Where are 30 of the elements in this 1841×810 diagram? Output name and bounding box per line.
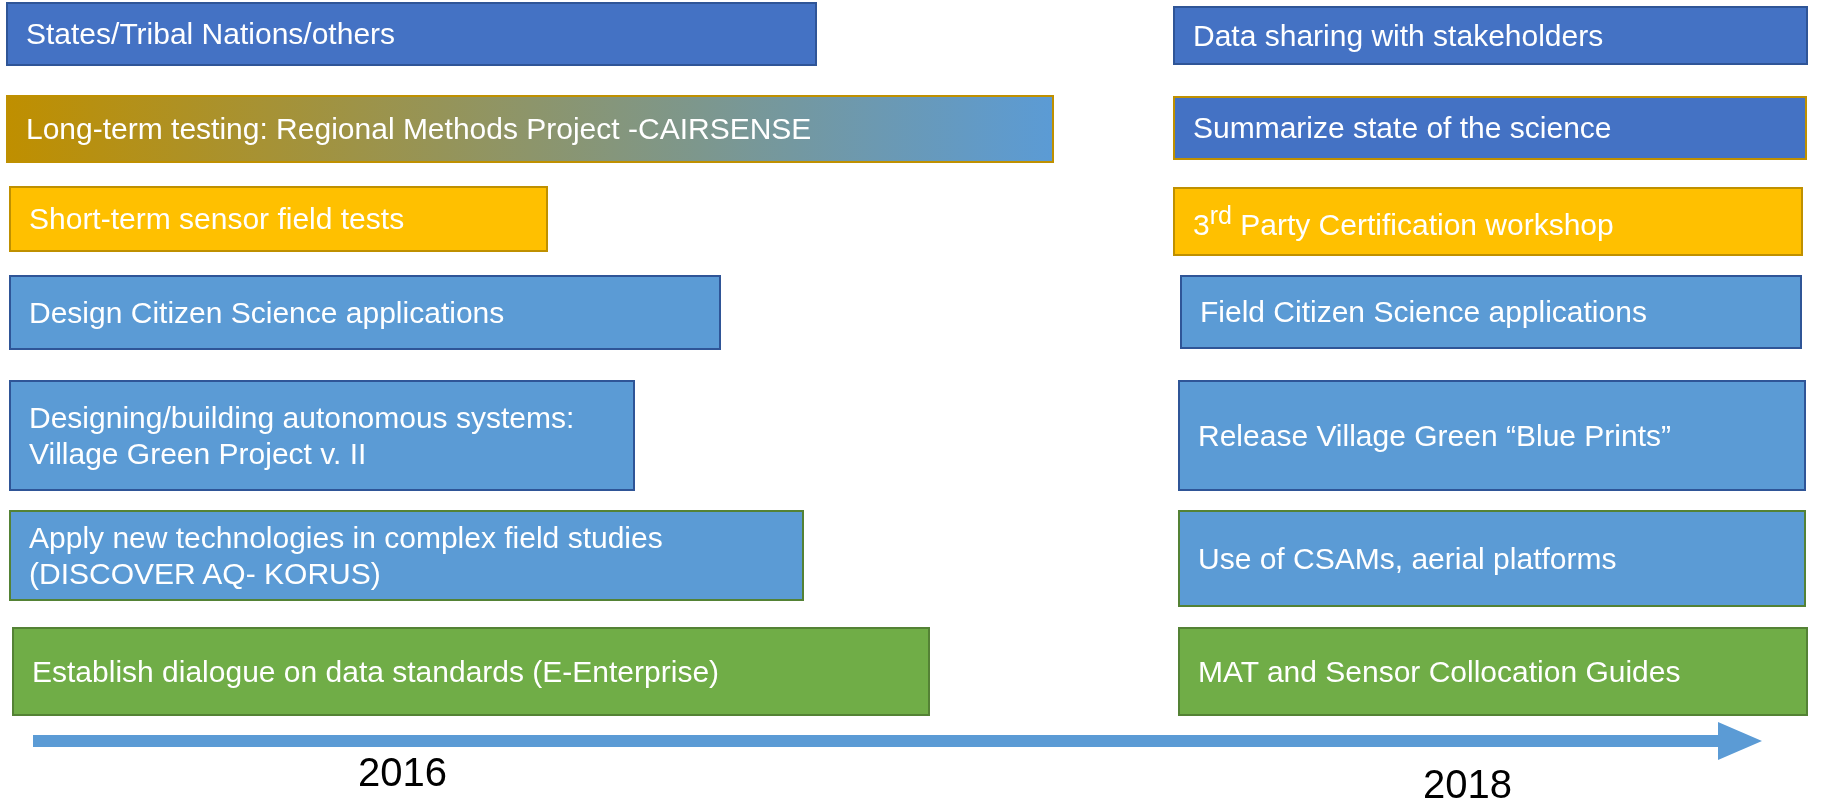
timeline-bar [12,627,930,716]
year-label: 2016 [358,750,447,795]
timeline-bar [1180,275,1802,349]
timeline-bar [9,510,804,601]
bar-text: MAT and Sensor Collocation Guides [1198,653,1681,690]
bar-text: Apply new technologies in complex field studies (DISCOVER AQ- KORUS) [29,519,664,592]
timeline-bar [1173,96,1807,160]
bar-text: Establish dialogue on data standards (E-Enterprise) [32,653,720,690]
timeline-bar [9,380,635,491]
timeline-bar [1173,6,1808,65]
bar-text: Short-term sensor field tests [29,201,405,237]
bar-text: Data sharing with stakeholders [1193,17,1604,54]
timeline-bar [1178,380,1806,491]
bar-text: Designing/building autonomous systems: Village Green Project v. II [29,399,576,472]
timeline-bar [1178,510,1806,607]
timeline-bar [1173,187,1803,256]
bar-text: Summarize state of the science [1193,110,1612,146]
bar-text: Field Citizen Science applications [1200,294,1647,330]
bar-text: Use of CSAMs, aerial platforms [1198,540,1617,577]
timeline-bar [1178,627,1808,716]
bar-text: 3$^{rd}$ Party Certification workshop [1193,200,1614,243]
bar-text: Design Citizen Science applications [29,294,505,331]
year-label: 2018 [1423,762,1512,807]
bar-text: Long-term testing: Regional Methods Project -CAIRSENSE [26,111,812,147]
bar-text: Release Village Green “Blue Prints” [1198,417,1671,454]
timeline-bar [6,95,1054,163]
bar-text: States/Tribal Nations/others [26,16,396,52]
timeline-bar [9,275,721,350]
timeline-bar [9,186,548,252]
timeline-bar [6,2,817,66]
